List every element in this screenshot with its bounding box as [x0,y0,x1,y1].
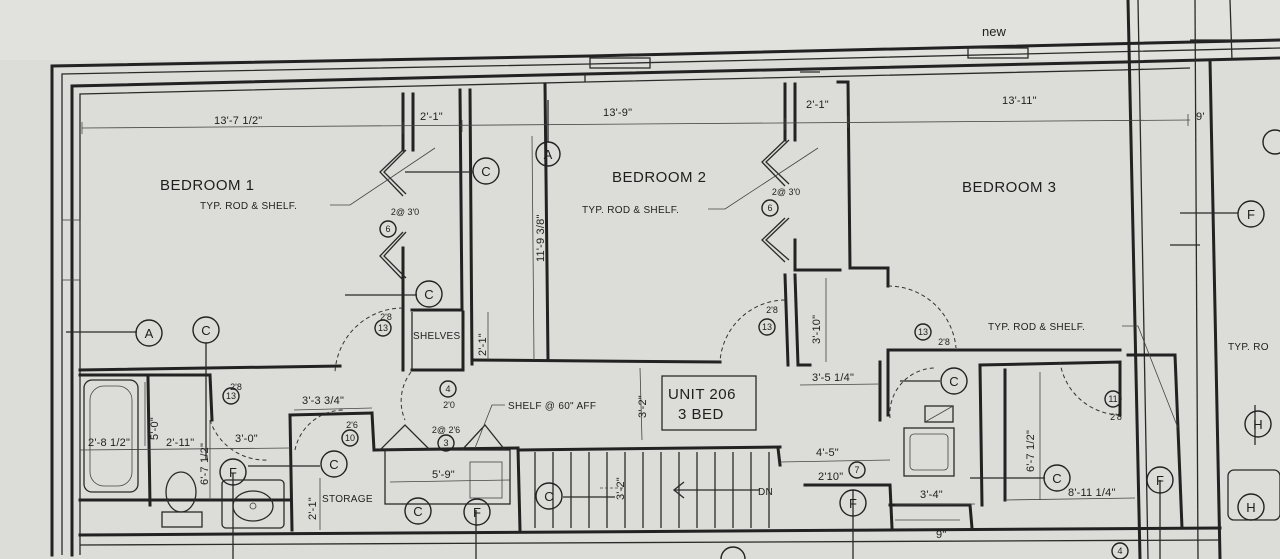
door-b2-closet: 2@ 3'0 [772,187,800,197]
dim-11: 3'-2" [637,395,649,418]
tag-c10-partial [1262,129,1280,155]
room-label-bedroom2: BEDROOM 2 [612,169,707,186]
door-tag-7: 7 [854,465,859,475]
door-b2: 2'8 [766,305,778,315]
door-b3-closet: 2'8 [1110,412,1122,422]
note-shelf-height: SHELF @ 60" AFF [508,401,596,412]
dim-6: 9' [1196,111,1205,123]
door-bath: 2'8 [230,382,242,392]
tag-c7: C [949,374,958,389]
dim-7: 11'-9 3/8" [535,214,547,262]
dim-13: 3'-3 3/4" [302,395,344,407]
stairs [534,452,770,528]
dim-17: 6'-7 1/2" [199,443,211,485]
dim-2: 2'-1" [420,111,443,123]
note-rod-shelf-4: TYP. RO [1228,342,1269,353]
tag-f5: F [1247,207,1255,222]
tag-a2: A [145,326,154,341]
dim-12: 3'-2" [615,477,627,500]
door-b1-closet: 2@ 3'0 [391,207,419,217]
tag-h2: H [1246,500,1255,515]
tag-c6: C [544,489,553,504]
dim-15: 5'-0" [149,417,161,440]
tag-c8: C [1052,471,1061,486]
unit-label-box [661,375,757,431]
note-storage: STORAGE [322,494,373,505]
dim-10: 3'-5 1/4" [812,372,854,384]
section-tags [135,141,1272,526]
door-tag-13d: 13 [226,391,236,401]
room-label-bedroom1: BEDROOM 1 [160,177,255,194]
note-stair-dn: DN [758,487,773,498]
tag-c1: C [481,164,490,179]
door-number-tags [222,199,1129,559]
tag-c5: C [413,504,422,519]
dim-21: 4'-5" [816,447,839,459]
tag-c9-partial [720,546,746,559]
door-storage: 2'6 [346,420,358,430]
tag-h1: H [1253,417,1262,432]
unit-label-line2: 3 BED [678,406,724,423]
door-tag-6a: 6 [385,224,390,234]
door-tag-13b: 13 [762,322,772,332]
interior-walls [78,80,1184,532]
dim-14: 2'-8 1/2" [88,437,130,449]
dim-1: 13'-7 1/2" [214,115,262,127]
dim-9: 3'-10" [811,315,823,344]
dim-23: 3'-4" [920,489,943,501]
exterior-walls [50,0,1280,559]
door-tag-6b: 6 [767,203,772,213]
tag-f2: F [473,505,481,520]
door-hall: 2'0 [443,400,455,410]
tag-leaders [66,100,1256,559]
dim-22: 2'10" [818,471,843,483]
tag-c3: C [201,323,210,338]
tag-f3: F [849,496,857,511]
door-b1: 2'8 [380,312,392,322]
dimension-lines [79,114,1191,530]
tag-f1: F [229,465,237,480]
dim-26: 9" [936,529,946,541]
door-tag-4: 4 [445,384,450,394]
door-linen: 2@ 2'6 [432,425,460,435]
note-rod-shelf-1: TYP. ROD & SHELF. [200,201,297,212]
door-tag-3: 3 [443,438,448,448]
tag-c4: C [329,457,338,472]
room-label-bedroom3: BEDROOM 3 [962,179,1057,196]
door-tag-10: 10 [345,433,355,443]
door-tag-4b: 4 [1117,546,1122,556]
tag-f4: F [1156,473,1164,488]
note-shelves: SHELVES [413,331,461,342]
note-rod-shelf-2: TYP. ROD & SHELF. [582,205,679,216]
door-tag-13c: 13 [918,327,928,337]
dim-19: 5'-9" [432,469,455,481]
door-tag-13a: 13 [378,323,388,333]
dim-16: 2'-11" [166,437,194,449]
note-rod-shelf-3: TYP. ROD & SHELF. [988,322,1085,333]
dim-25: 8'-11 1/4" [1068,487,1116,499]
tag-a1: A [544,147,553,162]
closet-doors [379,139,790,451]
dim-3: 13'-9" [603,107,632,119]
dim-5: 13'-11" [1002,95,1037,107]
paper-shade [0,0,1280,60]
door-b3: 2'8 [938,337,950,347]
dim-4: 2'-1" [806,99,829,111]
dim-8: 2'-1" [477,333,489,356]
annotation-new: new [982,24,1006,39]
tag-c2: C [424,287,433,302]
dim-24: 6'-7 1/2" [1025,430,1037,472]
door-tag-11: 11 [1108,394,1117,404]
dim-20: 2'-1" [307,497,319,520]
door-swings [209,285,1121,461]
unit-label-line1: UNIT 206 [668,386,736,403]
dim-18: 3'-0" [235,433,258,445]
